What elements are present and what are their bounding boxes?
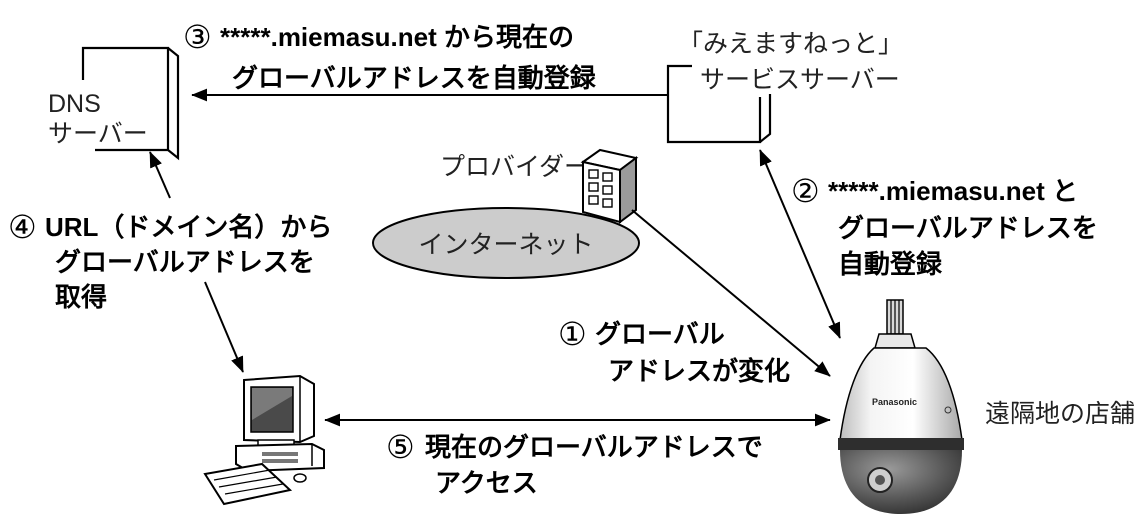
step-2-label: ② *****.miemasu.net と グローバルアドレスを 自動登録: [791, 172, 1098, 279]
step-5-line2: アクセス: [435, 468, 538, 498]
step-2-line3: 自動登録: [838, 249, 943, 279]
step-4-line3: 取得: [55, 282, 107, 312]
step-1-number: ①: [558, 315, 587, 353]
remote-store-label: 遠隔地の店舗: [985, 400, 1135, 428]
camera-logo: Panasonic: [872, 397, 917, 407]
step-1-line1: グローバル: [595, 319, 725, 349]
step-2-number: ②: [791, 172, 820, 210]
arrow-step-2: [759, 149, 841, 339]
internet-cloud: [372, 207, 640, 279]
step-4-line1: URL（ドメイン名）から: [45, 212, 332, 242]
network-camera-icon: Panasonic: [838, 299, 964, 514]
service-server-label-line2: サービスサーバー: [700, 66, 900, 94]
step-2-line2: グローバルアドレスを: [838, 213, 1098, 243]
service-server-icon: [666, 64, 772, 144]
step-5-label: ⑤ 現在のグローバルアドレスで アクセス: [386, 428, 763, 498]
dns-server-label-line2: サーバー: [48, 120, 148, 148]
step-5-line1: 現在のグローバルアドレスで: [425, 432, 763, 462]
step-4-label: ④ URL（ドメイン名）から グローバルアドレスを 取得: [8, 208, 332, 312]
step-3-number: ③: [183, 18, 212, 56]
service-server-label-line1: 「みえますねっと」: [678, 30, 903, 58]
arrow-step-1: [631, 209, 831, 377]
step-2-line1: *****.miemasu.net と: [828, 176, 1078, 206]
dns-server-icon: [81, 46, 180, 161]
internet: インターネット: [372, 207, 640, 279]
computer-icon: [203, 374, 325, 506]
arrow-step-4-to-dns: [149, 151, 171, 199]
dns-server: DNS サーバー: [48, 46, 180, 161]
step-3-label: ③ *****.miemasu.net から現在の グローバルアドレスを自動登録: [183, 18, 597, 93]
step-4-number: ④: [8, 208, 37, 246]
dns-server-label-line1: DNS: [48, 90, 101, 118]
step-5-number: ⑤: [386, 428, 415, 466]
provider-label: プロバイダー: [440, 153, 589, 181]
step-3-line1: *****.miemasu.net から現在の: [220, 22, 574, 52]
provider: プロバイダー: [440, 148, 639, 224]
step-1-label: ① グローバル アドレスが変化: [558, 315, 790, 386]
internet-label: インターネット: [418, 231, 593, 259]
service-server: 「みえますねっと」 サービスサーバー: [666, 30, 903, 144]
arrow-step-4-to-pc: [204, 281, 244, 373]
step-4-line2: グローバルアドレスを: [55, 247, 315, 277]
step-3-line2: グローバルアドレスを自動登録: [232, 63, 597, 93]
building-icon: [580, 148, 639, 224]
step-1-line2: アドレスが変化: [608, 356, 790, 386]
